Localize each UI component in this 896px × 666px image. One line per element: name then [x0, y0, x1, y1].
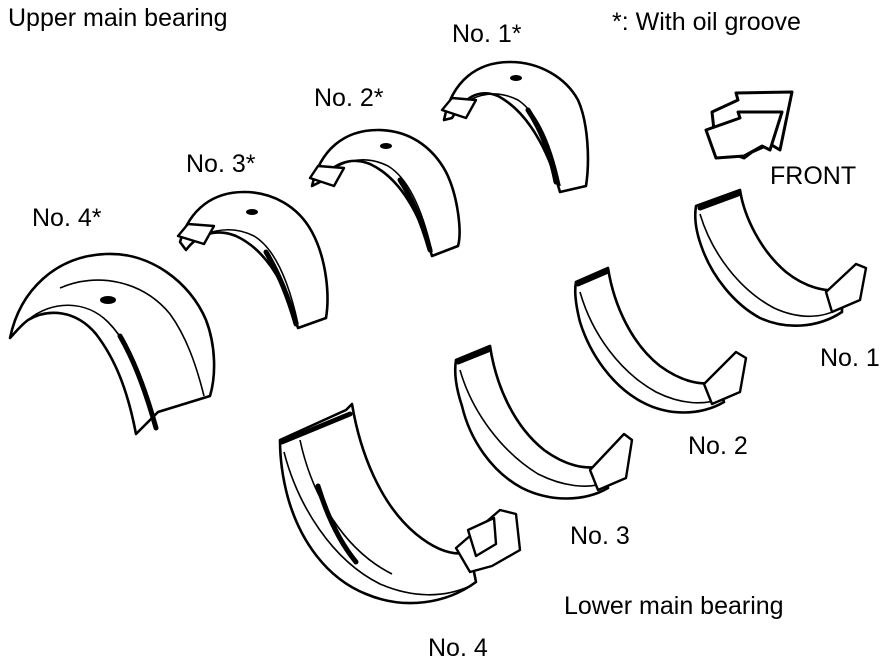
upper-bearing-no1: [440, 60, 590, 194]
lower-bearing-label-no4: No. 4: [428, 634, 488, 662]
upper-bearing-label-no4: No. 4*: [32, 204, 102, 232]
lower-bearing-no3: [453, 344, 634, 500]
upper-bearing-label-no1: No. 1*: [452, 20, 522, 48]
upper-bearing-no3: [176, 190, 329, 330]
lower-bearing-label-no2: No. 2: [688, 432, 748, 460]
lower-main-bearing-title: Lower main bearing: [564, 592, 784, 620]
upper-bearing-label-no2: No. 2*: [314, 84, 384, 112]
lower-bearing-no2: [573, 266, 748, 414]
upper-bearing-no2: [308, 128, 461, 258]
lower-bearing-label-no3: No. 3: [570, 522, 630, 550]
lower-bearing-no4: [278, 402, 522, 605]
upper-main-bearing-title: Upper main bearing: [8, 4, 228, 32]
upper-bearing-no4: [8, 252, 216, 436]
lower-bearing-no1: [693, 188, 868, 327]
oil-groove-legend: *: With oil groove: [612, 8, 801, 36]
upper-bearing-label-no3: No. 3*: [186, 150, 256, 178]
front-label: FRONT: [770, 162, 857, 190]
front-arrow-icon: [704, 90, 794, 160]
lower-bearing-label-no1: No. 1: [820, 344, 880, 372]
